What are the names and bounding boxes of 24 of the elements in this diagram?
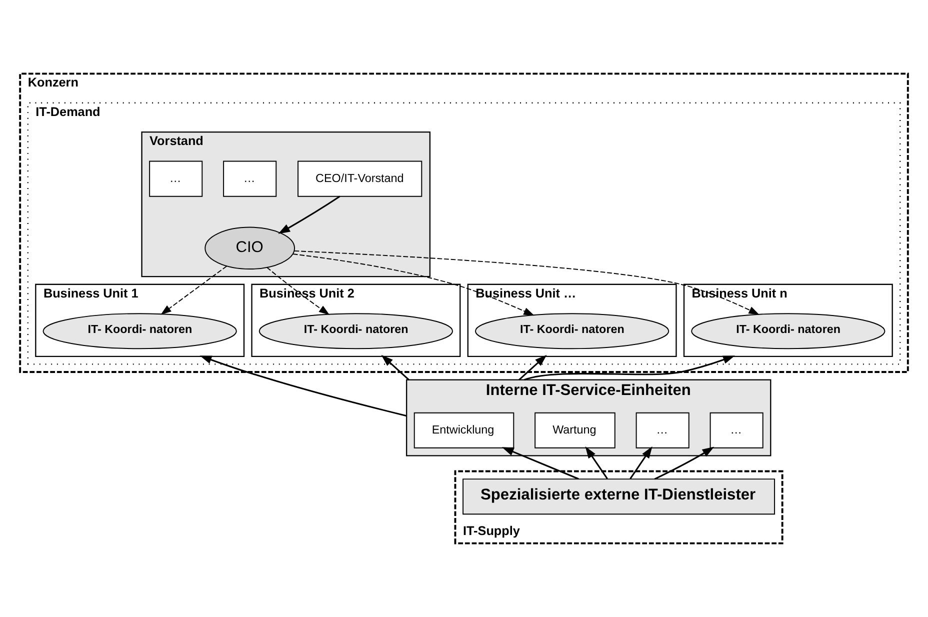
node-box: … <box>149 160 203 197</box>
node-box: … <box>710 412 764 448</box>
node-box: CEO/IT-Vorstand <box>298 160 422 197</box>
node-box: Wartung <box>534 412 616 448</box>
node-box: … <box>636 412 690 448</box>
arrow <box>630 446 652 480</box>
node-ellipse: IT- Koordi- natoren <box>474 313 670 350</box>
arrow <box>160 266 228 315</box>
node-ellipse: CIO <box>204 226 296 270</box>
arrow <box>518 354 547 380</box>
arrow <box>294 250 760 315</box>
node-box: Spezialisierte externe IT-Dienstleister <box>462 478 776 515</box>
arrow <box>278 196 340 234</box>
arrow <box>524 356 735 381</box>
arrow <box>292 254 534 316</box>
arrow <box>585 446 608 480</box>
node-box: Entwicklung <box>414 412 514 448</box>
node-box: … <box>223 160 277 197</box>
arrow <box>266 266 330 315</box>
arrow <box>200 356 407 417</box>
node-ellipse: IT- Koordi- natoren <box>258 313 454 350</box>
node-ellipse: IT- Koordi- natoren <box>691 313 886 350</box>
node-ellipse: IT- Koordi- natoren <box>42 313 237 350</box>
arrow <box>654 446 714 480</box>
